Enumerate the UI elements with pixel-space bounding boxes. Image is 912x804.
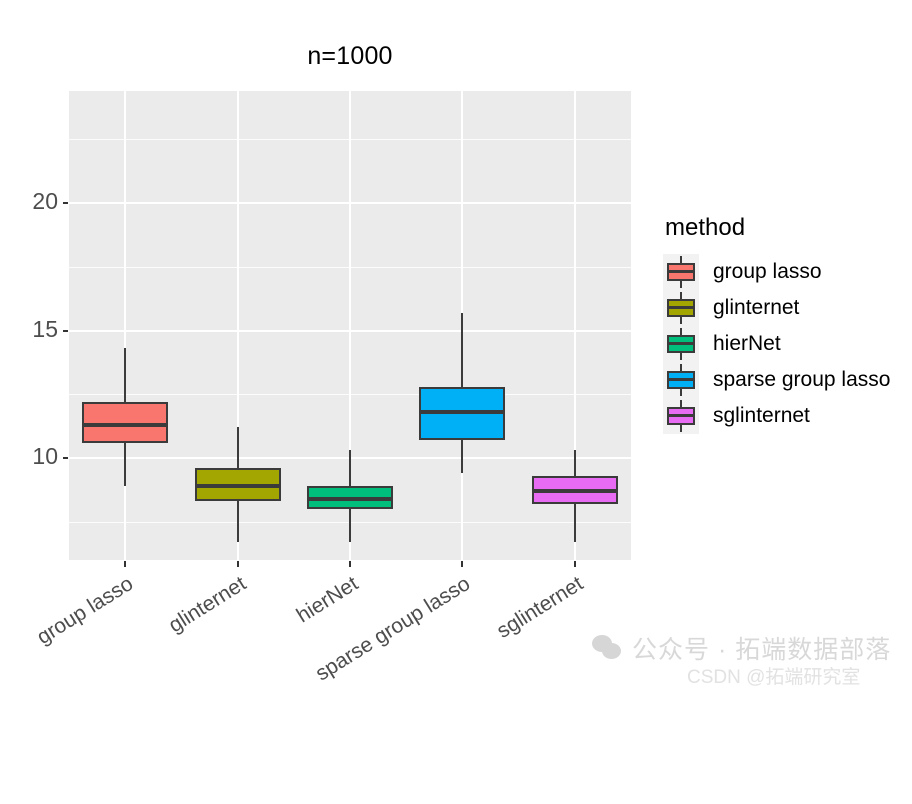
legend-item-group-lasso[interactable]: group lasso xyxy=(663,254,890,290)
chart-title: n=1000 xyxy=(307,42,393,70)
gridline-vertical xyxy=(124,91,127,560)
y-axis-tick-mark xyxy=(63,202,68,205)
y-axis-tick-label: 10 xyxy=(32,443,58,470)
watermark: 公众号 · 拓端数据部落 xyxy=(592,630,891,666)
y-axis-tick-mark xyxy=(63,329,68,332)
whisker-upper xyxy=(461,312,464,387)
legend-item-hierNet[interactable]: hierNet xyxy=(663,326,890,362)
gridline-vertical xyxy=(573,91,576,560)
plot-panel xyxy=(69,91,631,560)
legend-key-glyph xyxy=(663,290,699,326)
whisker-upper xyxy=(349,450,351,487)
whisker-lower xyxy=(236,501,239,543)
x-axis-tick-mark xyxy=(461,561,464,567)
boxplot-sglinternet xyxy=(531,91,618,560)
whisker-lower xyxy=(349,509,351,543)
whisker-lower xyxy=(573,503,576,543)
watermark-text: 公众号 · 拓端数据部落 xyxy=(632,636,892,664)
y-axis-tick-mark xyxy=(63,457,68,460)
boxplot-group-lasso xyxy=(82,91,169,560)
x-axis-tick-mark xyxy=(124,561,127,567)
median-line xyxy=(307,496,393,501)
legend-item-sglinternet[interactable]: sglinternet xyxy=(663,398,890,434)
x-axis-tick-mark xyxy=(236,561,239,567)
median-line xyxy=(419,410,506,415)
box-rect xyxy=(82,401,169,443)
legend-key-glyph xyxy=(663,398,699,434)
gridline-vertical xyxy=(349,91,351,560)
legend-key-glyph xyxy=(663,254,699,290)
boxplot-hierNet xyxy=(307,91,393,560)
whisker-lower xyxy=(461,440,464,474)
median-line xyxy=(531,489,618,494)
whisker-upper xyxy=(124,348,127,402)
legend-item-label: sglinternet xyxy=(713,404,810,427)
legend-key-glyph xyxy=(663,362,699,398)
whisker-lower xyxy=(124,442,127,487)
boxplot-glinternet xyxy=(194,91,281,560)
watermark-subtext: CSDN @拓端研究室 xyxy=(687,667,861,688)
gridline-vertical xyxy=(236,91,239,560)
whisker-upper xyxy=(236,427,239,469)
legend-item-glinternet[interactable]: glinternet xyxy=(663,290,890,326)
legend-item-label: glinternet xyxy=(713,296,800,319)
median-line xyxy=(194,484,281,489)
wechat-icon xyxy=(592,635,622,661)
legend-item-label: group lasso xyxy=(713,260,822,283)
legend-title: method xyxy=(665,214,746,241)
legend-item-sparse-group-lasso[interactable]: sparse group lasso xyxy=(663,362,890,398)
boxplot-sparse-group-lasso xyxy=(419,91,506,560)
y-axis-tick-label: 20 xyxy=(32,188,58,215)
y-axis-tick-label: 15 xyxy=(32,315,58,342)
median-line xyxy=(82,422,169,427)
whisker-upper xyxy=(573,450,576,476)
legend-item-label: hierNet xyxy=(713,332,781,355)
legend-item-list: group lasso glinternet hierNet sparse group… xyxy=(663,254,890,434)
legend-key-glyph xyxy=(663,326,699,362)
x-axis-tick-mark xyxy=(573,561,576,567)
legend: method group lasso glinternet hierNet spars… xyxy=(663,214,890,434)
chart-canvas: n=1000 10 15 20 group lasso glinternet hierNe… xyxy=(32,42,891,688)
x-axis-tick-mark xyxy=(349,561,351,567)
legend-item-label: sparse group lasso xyxy=(713,368,891,391)
